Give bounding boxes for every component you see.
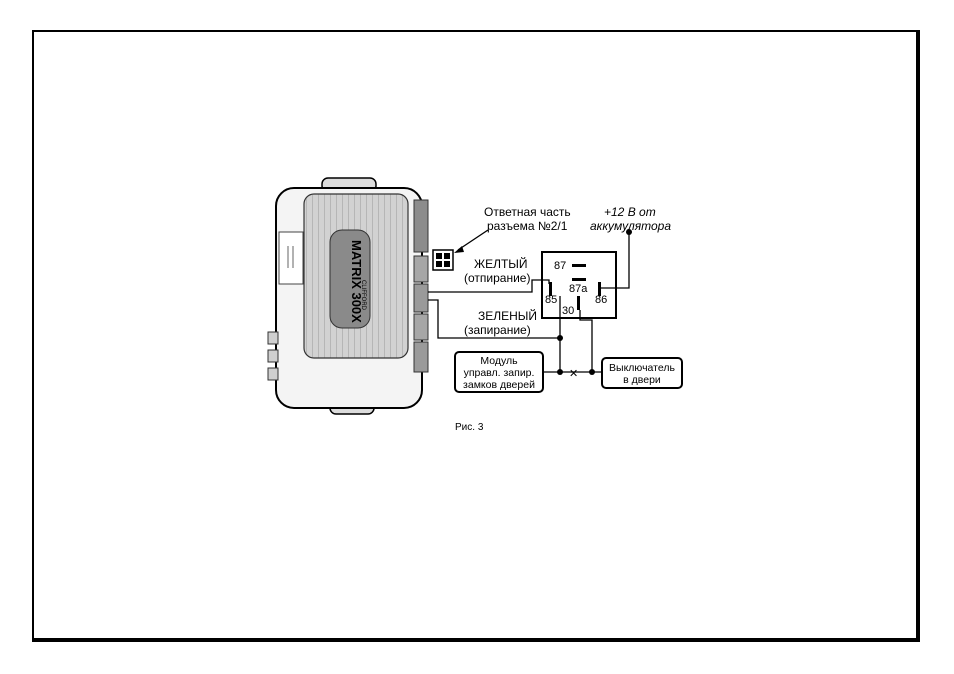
device-connector-block [414,284,428,312]
yellow-wire-label: ЖЕЛТЫЙ [474,256,528,271]
device-side-block [268,368,278,380]
yellow-wire-function: (отпирание) [464,271,530,285]
relay-pin-86: 86 [595,294,607,306]
switch-label-line1: Выключатель [609,362,675,374]
device-connector-block [414,314,428,340]
relay-pin-30: 30 [562,305,574,317]
device-side-block [268,332,278,344]
green-wire-label: ЗЕЛЕНЫЙ [478,308,537,323]
junction-dot [557,335,563,341]
device-connector-block [414,342,428,372]
connector-label-line2: разъема №2/1 [487,219,568,233]
junction-dot [557,369,563,375]
relay-pin-87: 87 [554,260,566,272]
connector-pointer-arrow [458,230,488,250]
mating-connector [433,250,453,270]
device-left-tab [279,232,303,284]
device-logo-small: CLIFFORD [360,280,366,311]
door-lock-module: Модуль управл. запир. замков дверей [455,352,543,392]
device-connector-block [414,256,428,282]
alarm-control-unit: MATRIX 300X CLIFFORD [268,178,428,414]
relay-pin-87a: 87a [569,283,588,295]
module-label-line3: замков дверей [463,379,535,391]
relay-30-wire [580,310,592,372]
relay-contact-87 [572,264,586,267]
wire-cut-mark: ✕ [569,368,578,380]
relay-contact-30 [577,296,580,310]
green-wire-function: (запирание) [464,323,531,337]
relay: 87 87a 85 86 30 [542,252,616,318]
relay-pin-85: 85 [545,294,557,306]
door-switch: Выключатель в двери [602,358,682,388]
battery-terminal-dot [626,229,632,235]
relay-contact-87a [572,278,586,281]
device-connector-block [414,200,428,252]
connector-label-line1: Ответная часть [484,205,571,219]
module-label-line2: управл. запир. [464,367,535,379]
switch-label-line2: в двери [623,374,661,386]
module-label-line1: Модуль [480,355,518,367]
battery-label-line1: +12 В от [604,205,656,219]
figure-caption: Рис. 3 [455,422,484,433]
junction-dot [589,369,595,375]
device-side-block [268,350,278,362]
